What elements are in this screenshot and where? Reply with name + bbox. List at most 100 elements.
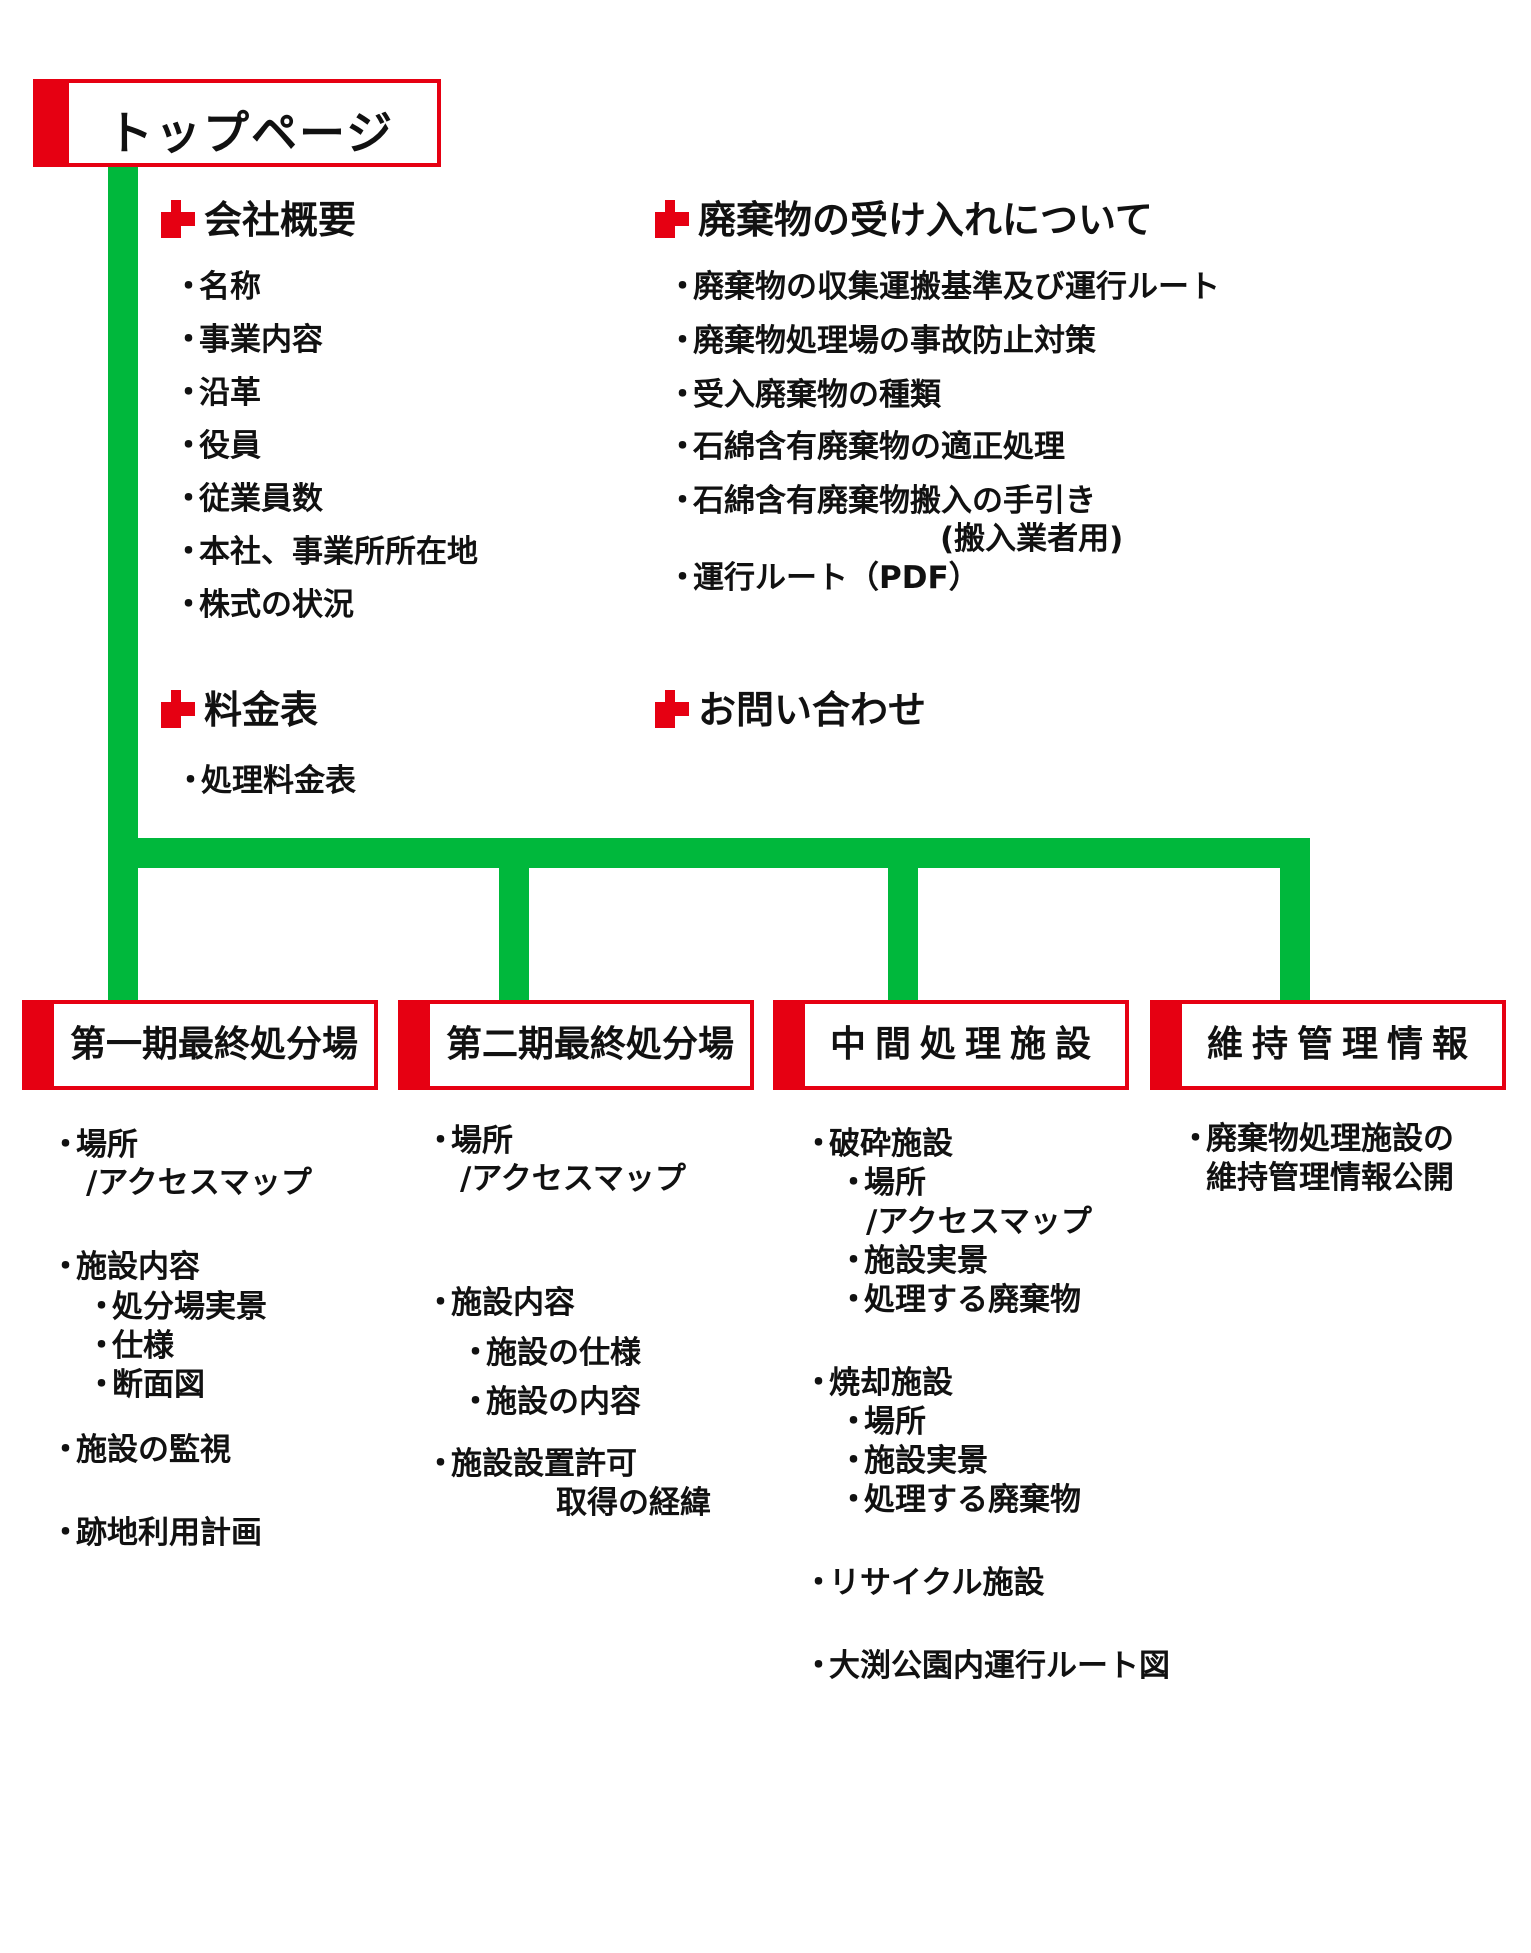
section-marker-icon	[161, 690, 195, 728]
bullet-icon: ・	[460, 1384, 491, 1420]
bullet-icon: ・	[86, 1289, 117, 1325]
section-company-title: 会社概要	[204, 198, 357, 242]
bullet-icon: ・	[173, 587, 204, 623]
bullet-icon: ・	[173, 375, 204, 411]
bullet-icon: ・	[86, 1367, 117, 1403]
list-item[interactable]: ・断面図	[86, 1367, 205, 1403]
bullet-icon: ・	[803, 1365, 834, 1401]
list-item[interactable]: ・跡地利用計画	[50, 1515, 262, 1551]
section-marker-icon	[655, 690, 689, 728]
list-item[interactable]: ・株式の状況	[173, 587, 354, 623]
bullet-icon: ・	[667, 377, 698, 413]
connector-drop-2	[499, 838, 529, 1003]
list-item[interactable]: ・施設の内容	[460, 1384, 641, 1420]
list-item[interactable]: ・沿革	[173, 375, 261, 411]
list-item-continuation: 維持管理情報公開	[1206, 1160, 1454, 1196]
list-item[interactable]: ・従業員数	[173, 481, 323, 517]
box-phase1-landfill[interactable]: 第一期最終処分場	[22, 1000, 378, 1090]
box-maintenance-info[interactable]: 維持管理情報	[1150, 1000, 1506, 1090]
list-item[interactable]: ・事業内容	[173, 322, 323, 358]
list-item[interactable]: ・施設内容	[50, 1249, 200, 1285]
bullet-icon: ・	[667, 483, 698, 519]
box-phase1-label: 第一期最終処分場	[69, 1024, 358, 1065]
bullet-icon: ・	[50, 1432, 81, 1468]
list-item[interactable]: ・場所	[838, 1404, 926, 1440]
bullet-icon: ・	[50, 1249, 81, 1285]
bullet-icon: ・	[460, 1335, 491, 1371]
bullet-icon: ・	[425, 1446, 456, 1482]
list-item[interactable]: ・廃棄物処理場の事故防止対策	[667, 323, 1096, 359]
bullet-icon: ・	[803, 1565, 834, 1601]
list-item[interactable]: ・処分場実景	[86, 1289, 267, 1325]
list-item[interactable]: ・運行ルート（PDF）	[667, 560, 980, 596]
box-phase2-landfill[interactable]: 第二期最終処分場	[398, 1000, 754, 1090]
list-item[interactable]: ・施設設置許可	[425, 1446, 637, 1482]
bullet-icon: ・	[838, 1482, 869, 1518]
list-item[interactable]: ・石綿含有廃棄物の適正処理	[667, 429, 1065, 465]
box-intermediate-label: 中間処理施設	[829, 1024, 1100, 1065]
bullet-icon: ・	[838, 1243, 869, 1279]
bullet-icon: ・	[50, 1515, 81, 1551]
list-item[interactable]: ・場所	[50, 1127, 138, 1163]
top-page-accent-bar	[37, 83, 69, 163]
bullet-icon: ・	[803, 1126, 834, 1162]
list-item[interactable]: ・施設実景	[838, 1243, 988, 1279]
bullet-icon: ・	[667, 323, 698, 359]
list-item[interactable]: ・施設内容	[425, 1285, 575, 1321]
section-contact-title: お問い合わせ	[698, 688, 927, 732]
bullet-icon: ・	[838, 1282, 869, 1318]
list-item[interactable]: ・廃棄物処理施設の	[1180, 1121, 1454, 1157]
list-item-continuation: 取得の経緯	[556, 1485, 711, 1521]
connector-horizontal	[108, 838, 1310, 868]
list-item[interactable]: ・施設の監視	[50, 1432, 231, 1468]
list-item[interactable]: ・廃棄物の収集運搬基準及び運行ルート	[667, 269, 1220, 305]
list-item[interactable]: ・本社、事業所所在地	[173, 534, 478, 570]
top-page-box[interactable]: トップページ	[33, 79, 441, 167]
bullet-icon: ・	[838, 1404, 869, 1440]
bullet-icon: ・	[667, 560, 698, 596]
box-accent-bar	[1154, 1004, 1182, 1086]
bullet-icon: ・	[173, 481, 204, 517]
top-page-label: トップページ	[107, 106, 395, 160]
bullet-icon: ・	[803, 1648, 834, 1684]
bullet-icon: ・	[425, 1123, 456, 1159]
list-item-continuation: /アクセスマップ	[460, 1161, 686, 1197]
bullet-icon: ・	[86, 1328, 117, 1364]
list-item-continuation: /アクセスマップ	[866, 1204, 1092, 1240]
section-marker-icon	[655, 200, 689, 238]
list-item[interactable]: ・破砕施設	[803, 1126, 953, 1162]
bullet-icon: ・	[50, 1127, 81, 1163]
bullet-icon: ・	[173, 269, 204, 305]
bullet-icon: ・	[838, 1165, 869, 1201]
list-item[interactable]: ・名称	[173, 269, 261, 305]
list-item[interactable]: ・場所	[425, 1123, 513, 1159]
bullet-icon: ・	[667, 269, 698, 305]
connector-drop-3	[888, 838, 918, 1003]
connector-drop-4	[1280, 838, 1310, 1003]
list-item[interactable]: ・仕様	[86, 1328, 174, 1364]
box-accent-bar	[402, 1004, 430, 1086]
list-item[interactable]: ・処理する廃棄物	[838, 1482, 1081, 1518]
list-item[interactable]: ・場所	[838, 1165, 926, 1201]
box-phase2-label: 第二期最終処分場	[445, 1024, 734, 1065]
connector-main-vertical	[108, 165, 138, 1003]
list-item[interactable]: ・役員	[173, 428, 261, 464]
bullet-icon: ・	[667, 429, 698, 465]
list-item[interactable]: ・処理する廃棄物	[838, 1282, 1081, 1318]
bullet-icon: ・	[425, 1285, 456, 1321]
box-accent-bar	[777, 1004, 805, 1086]
list-item[interactable]: ・リサイクル施設	[803, 1565, 1045, 1601]
section-marker-icon	[161, 200, 195, 238]
list-item[interactable]: ・処理料金表	[175, 763, 356, 799]
list-item[interactable]: ・石綿含有廃棄物搬入の手引き	[667, 483, 1096, 519]
bullet-icon: ・	[1180, 1121, 1211, 1157]
bullet-icon: ・	[173, 534, 204, 570]
section-waste-title: 廃棄物の受け入れについて	[698, 198, 1153, 242]
list-item[interactable]: ・施設実景	[838, 1443, 988, 1479]
list-item[interactable]: ・施設の仕様	[460, 1335, 641, 1371]
list-item[interactable]: ・大渕公園内運行ルート図	[803, 1648, 1170, 1684]
bullet-icon: ・	[838, 1443, 869, 1479]
list-item[interactable]: ・受入廃棄物の種類	[667, 377, 941, 413]
list-item[interactable]: ・焼却施設	[803, 1365, 953, 1401]
box-intermediate-facility[interactable]: 中間処理施設	[773, 1000, 1129, 1090]
